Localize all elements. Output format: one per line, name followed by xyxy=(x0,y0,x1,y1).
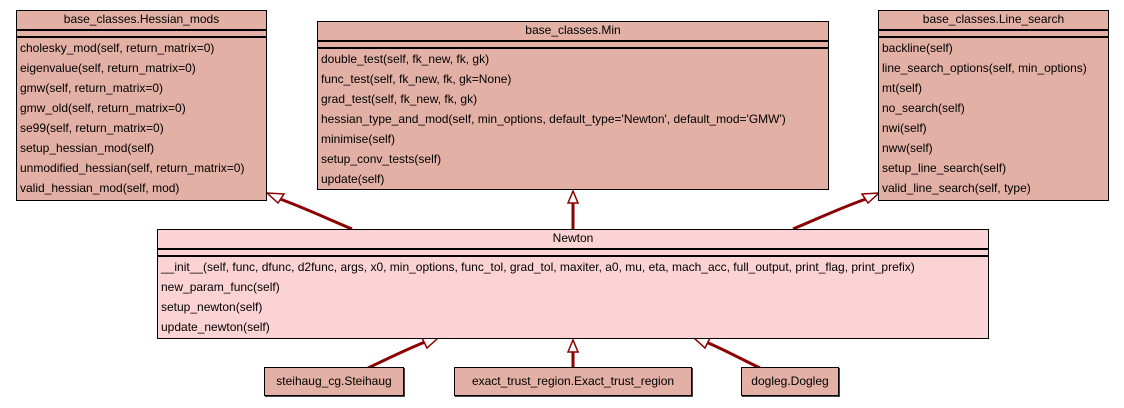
class-title: Newton xyxy=(552,231,594,245)
inheritance-arrowhead-icon xyxy=(860,192,882,205)
method: cholesky_mod(self, return_matrix=0) xyxy=(20,41,215,55)
inheritance-arrowhead-icon xyxy=(692,337,712,350)
method: eigenvalue(self, return_matrix=0) xyxy=(20,61,196,75)
method: update(self) xyxy=(321,172,385,186)
method: setup_conv_tests(self) xyxy=(321,152,442,166)
method: no_search(self) xyxy=(882,101,965,115)
edge-dogleg-to-newton xyxy=(705,340,761,370)
method: valid_hessian_mod(self, mod) xyxy=(20,181,180,195)
attributes-compartment xyxy=(318,40,828,49)
edge-steihaug-to-newton xyxy=(367,340,426,370)
attributes-compartment xyxy=(879,29,1108,38)
method: unmodified_hessian(self, return_matrix=0… xyxy=(20,161,245,175)
class-dogleg[interactable]: dogleg.Dogleg xyxy=(741,367,839,396)
inheritance-arrowhead-icon xyxy=(566,189,580,204)
method: valid_line_search(self, type) xyxy=(882,181,1031,195)
method: line_search_options(self, min_options) xyxy=(882,61,1087,75)
method: backline(self) xyxy=(882,41,953,55)
method: gmw(self, return_matrix=0) xyxy=(20,81,164,95)
method: hessian_type_and_mod(self, min_options, … xyxy=(321,112,786,126)
inheritance-arrowhead-icon xyxy=(264,192,286,205)
class-line-search[interactable]: base_classes.Line_search backline(self) … xyxy=(878,10,1109,201)
class-title: base_classes.Line_search xyxy=(922,12,1065,26)
class-title: base_classes.Hessian_mods xyxy=(63,12,220,26)
method: setup_hessian_mod(self) xyxy=(20,141,155,155)
method: setup_line_search(self) xyxy=(882,161,1007,175)
method: grad_test(self, fk_new, fk, gk) xyxy=(321,92,478,106)
method: __init__(self, func, dfunc, d2func, args… xyxy=(161,260,915,274)
methods-compartment: double_test(self, fk_new, fk, gk) func_t… xyxy=(318,49,828,190)
methods-compartment: __init__(self, func, dfunc, d2func, args… xyxy=(158,257,988,338)
method: minimise(self) xyxy=(321,132,396,146)
method: update_newton(self) xyxy=(161,320,270,334)
methods-compartment: backline(self) line_search_options(self,… xyxy=(879,38,1108,199)
class-steihaug[interactable]: steihaug_cg.Steihaug xyxy=(264,367,404,396)
class-hessian-mods[interactable]: base_classes.Hessian_mods cholesky_mod(s… xyxy=(16,10,267,201)
method: setup_newton(self) xyxy=(161,300,263,314)
method: gmw_old(self, return_matrix=0) xyxy=(20,101,186,115)
attributes-compartment xyxy=(17,29,266,38)
method: func_test(self, fk_new, fk, gk=None) xyxy=(321,72,512,86)
class-newton[interactable]: Newton __init__(self, func, dfunc, d2fun… xyxy=(157,229,989,339)
method: nwi(self) xyxy=(882,121,927,135)
method: double_test(self, fk_new, fk, gk) xyxy=(321,52,490,66)
edge-newton-to-hessian-mods xyxy=(279,197,353,231)
class-title: base_classes.Min xyxy=(525,23,621,37)
method: new_param_func(self) xyxy=(161,280,280,294)
method: mt(self) xyxy=(882,81,922,95)
class-min[interactable]: base_classes.Min double_test(self, fk_ne… xyxy=(317,21,829,190)
methods-compartment: cholesky_mod(self, return_matrix=0) eige… xyxy=(17,38,266,199)
edge-newton-to-line-search xyxy=(792,197,867,231)
class-exact-trust-region[interactable]: exact_trust_region.Exact_trust_region xyxy=(454,367,692,396)
inheritance-arrowhead-icon xyxy=(420,337,440,350)
method: se99(self, return_matrix=0) xyxy=(20,121,164,135)
inheritance-arrowhead-icon xyxy=(566,338,580,353)
attributes-compartment xyxy=(158,248,988,257)
method: nww(self) xyxy=(882,141,933,155)
